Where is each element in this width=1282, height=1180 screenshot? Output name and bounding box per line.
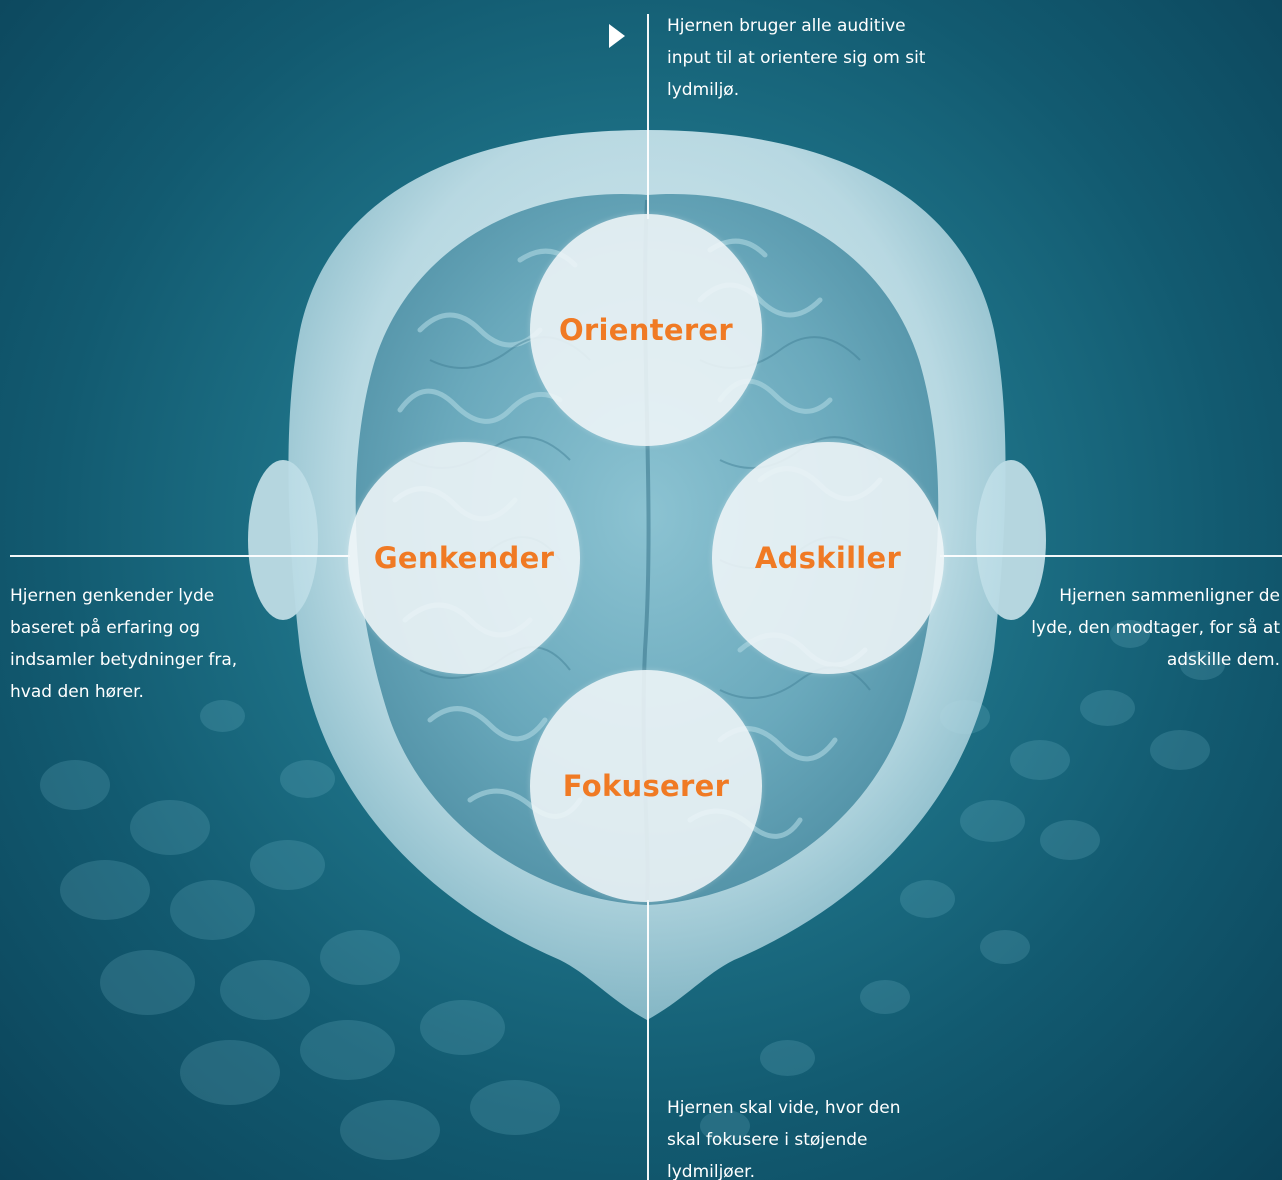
description-top: Hjernen bruger alle auditive input til a… xyxy=(667,16,926,100)
connector-line-left xyxy=(10,555,350,557)
node-adskiller-label: Adskiller xyxy=(754,541,902,575)
node-fokuserer: Fokuserer xyxy=(530,670,762,902)
node-genkender: Genkender xyxy=(348,442,580,674)
description-right: Hjernen sammenligner de lyde, den modtag… xyxy=(1031,586,1280,670)
node-fokuserer-label: Fokuserer xyxy=(562,769,730,803)
connector-line-top xyxy=(647,14,649,219)
connector-line-right xyxy=(940,555,1282,557)
connector-line-bottom xyxy=(647,900,649,1180)
node-adskiller: Adskiller xyxy=(712,442,944,674)
node-orienterer: Orienterer xyxy=(530,214,762,446)
description-bottom: Hjernen skal vide, hvor den skal fokuser… xyxy=(667,1098,901,1180)
play-arrow-icon xyxy=(609,24,625,48)
description-left: Hjernen genkender lyde baseret på erfari… xyxy=(10,586,238,702)
node-orienterer-label: Orienterer xyxy=(558,313,733,347)
node-genkender-label: Genkender xyxy=(373,541,555,575)
